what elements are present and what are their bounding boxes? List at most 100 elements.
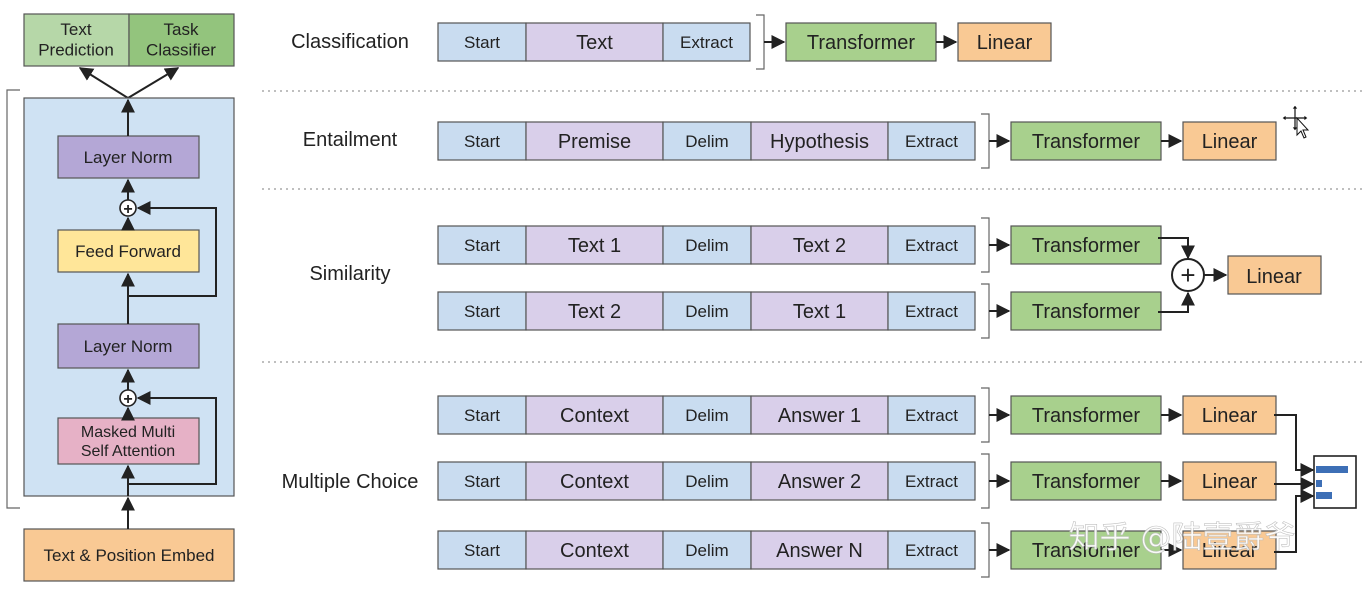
masked-self-attention [57, 417, 200, 465]
similarity-linear-label: Linear [1246, 266, 1302, 288]
similarity-row-2-token-label-1: Start [464, 302, 500, 321]
task-label-similarity: Similarity [309, 263, 390, 285]
classification-linear [957, 22, 1052, 62]
mc-row-2-token-label-3: Delim [685, 472, 728, 491]
similarity-row-2-bracket [981, 283, 990, 339]
entailment-bracket [981, 113, 990, 169]
mc-row-2-token-1 [437, 461, 527, 501]
mc-row-3-transformer [1010, 530, 1162, 570]
similarity-row-2-token-4 [750, 291, 889, 331]
classification-token-label-2: Text [576, 32, 613, 54]
multiple-choice-softmax [1274, 414, 1357, 553]
similarity-row-1-token-label-4: Text 2 [793, 235, 846, 257]
residual-connection-bottom [128, 391, 217, 485]
similarity-row-2-token-label-4: Text 1 [793, 301, 846, 323]
classification-token-3 [662, 22, 751, 62]
entailment-token-3 [662, 121, 752, 161]
entailment-token-1 [437, 121, 527, 161]
layer-norm-top-label: Layer Norm [84, 148, 173, 167]
arrow-to-task-classifier [127, 67, 180, 99]
similarity-linear [1227, 255, 1322, 295]
similarity-row-1-token-5 [887, 225, 976, 265]
text-prediction-head [23, 13, 130, 67]
mc-row-2-bracket [981, 453, 990, 509]
classification-token-label-3: Extract [680, 33, 733, 52]
similarity-row-1-token-label-1: Start [464, 236, 500, 255]
mc-row-3-token-label-5: Extract [905, 541, 958, 560]
entailment-token-label-4: Hypothesis [770, 131, 869, 153]
mc-row-2-token-label-1: Start [464, 472, 500, 491]
similarity-row-1-token-1 [437, 225, 527, 265]
entailment-token-label-5: Extract [905, 132, 958, 151]
entailment-transformer [1010, 121, 1162, 161]
mc-row-2-token-label-4: Answer 2 [778, 471, 861, 493]
mc-row-2-token-label-2: Context [560, 471, 629, 493]
layer-norm-top [57, 135, 200, 179]
entailment-transformer-label: Transformer [1032, 131, 1141, 153]
move-cursor-icon [1281, 104, 1310, 139]
text-position-embed-label: Text & Position Embed [43, 546, 214, 565]
task-label-entailment: Entailment [303, 129, 398, 151]
feed-forward [57, 229, 200, 273]
classification-linear-label: Linear [977, 32, 1033, 54]
similarity-merge-line-top [1158, 237, 1195, 260]
similarity-row-1-token-label-5: Extract [905, 236, 958, 255]
softmax-bar-3 [1316, 492, 1332, 499]
add-symbol-top: + [123, 201, 132, 218]
mc-row-2-transformer-label: Transformer [1032, 471, 1141, 493]
mc-row-3-token-label-1: Start [464, 541, 500, 560]
similarity-row-1-token-label-2: Text 1 [568, 235, 621, 257]
mc-row-3-token-label-3: Delim [685, 541, 728, 560]
add-symbol-bottom: + [123, 391, 132, 408]
mc-row-1-linear [1182, 395, 1277, 435]
mc-row-1-token-label-4: Answer 1 [778, 405, 861, 427]
mc-row-2-token-5 [887, 461, 976, 501]
entailment-token-2 [525, 121, 664, 161]
text-position-embed [23, 528, 235, 582]
classification-bracket [756, 14, 765, 70]
entailment-linear [1182, 121, 1277, 161]
task-classifier-head [128, 13, 235, 67]
similarity-row-2-token-3 [662, 291, 752, 331]
mc-row-2-linear [1182, 461, 1277, 501]
mc-row-3-linear [1182, 530, 1277, 570]
feed-forward-label: Feed Forward [75, 242, 181, 261]
mc-row-2-token-4 [750, 461, 889, 501]
mc-line-1 [1274, 414, 1315, 477]
classification-token-label-1: Start [464, 33, 500, 52]
similarity-row-2-token-label-2: Text 2 [568, 301, 621, 323]
mc-line-3 [1274, 489, 1315, 553]
mc-row-3-token-5 [887, 530, 976, 570]
task-label-multiple-choice: Multiple Choice [282, 471, 419, 493]
similarity-merge-line-bottom [1158, 291, 1195, 313]
entailment-token-4 [750, 121, 889, 161]
mc-row-1-token-label-1: Start [464, 406, 500, 425]
task-label-classification: Classification [291, 31, 409, 53]
similarity-row-2-transformer-label: Transformer [1032, 301, 1141, 323]
mc-row-3-token-3 [662, 530, 752, 570]
similarity-row-2-transformer [1010, 291, 1162, 331]
residual-connection-top [128, 201, 217, 297]
mc-row-1-bracket [981, 387, 990, 443]
mc-row-3-token-4 [750, 530, 889, 570]
arrow-to-text-prediction [78, 67, 129, 99]
mc-row-2-transformer [1010, 461, 1162, 501]
mc-row-2-token-3 [662, 461, 752, 501]
mc-row-1-token-5 [887, 395, 976, 435]
similarity-row-1-token-4 [750, 225, 889, 265]
mc-row-3-token-2 [525, 530, 664, 570]
similarity-row-2-token-2 [525, 291, 664, 331]
mc-row-2-token-label-5: Extract [905, 472, 958, 491]
similarity-row-2-token-5 [887, 291, 976, 331]
mc-row-2-token-2 [525, 461, 664, 501]
similarity-row-1-transformer [1010, 225, 1162, 265]
classification-transformer [785, 22, 937, 62]
mc-row-3-token-label-4: Answer N [776, 540, 863, 562]
layer-norm-bottom [57, 323, 200, 369]
mc-row-3-bracket [981, 522, 990, 578]
